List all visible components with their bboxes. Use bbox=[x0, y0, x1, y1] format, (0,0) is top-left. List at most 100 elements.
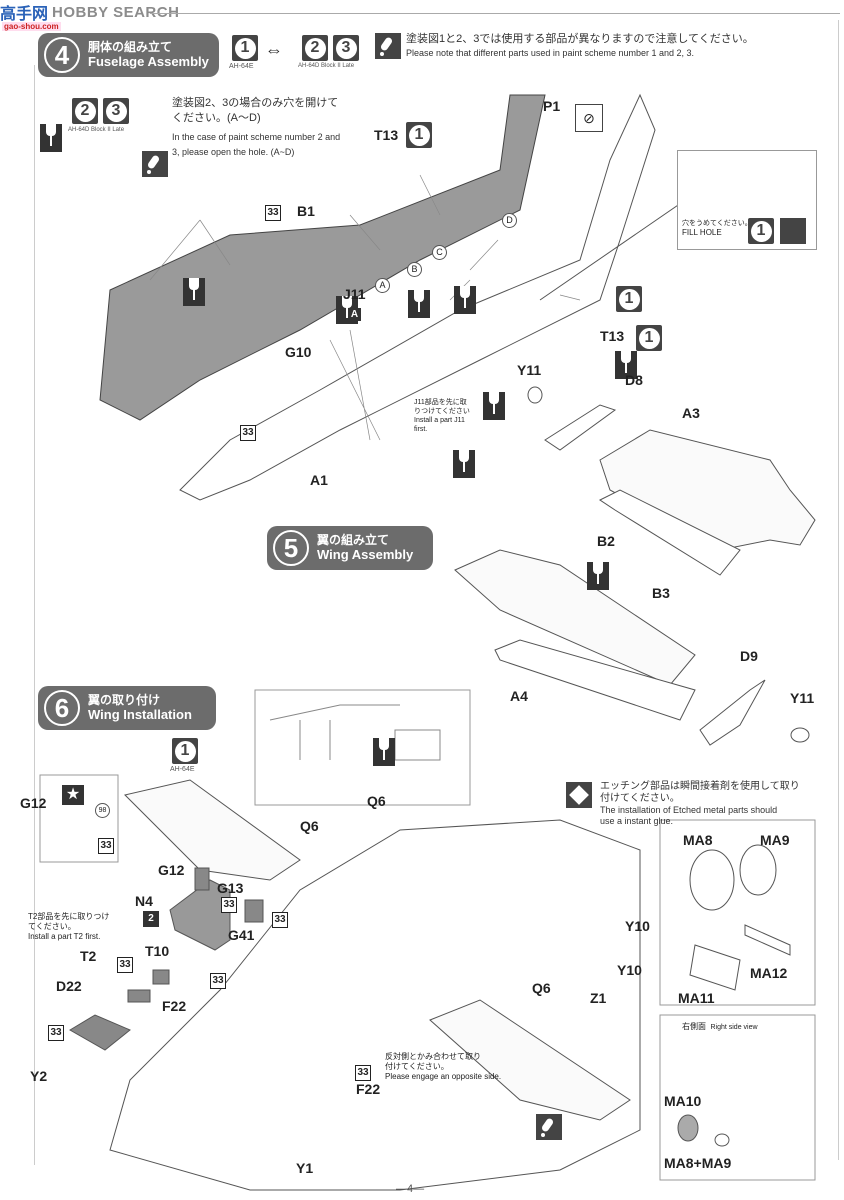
step-6-header: 6 翼の取り付け Wing Installation bbox=[38, 686, 216, 730]
stub-d9 bbox=[699, 679, 766, 746]
part-label-q6-inset: Q6 bbox=[367, 793, 386, 809]
step-5-title-jp: 翼の組み立て bbox=[317, 533, 390, 547]
fuselage-detail-inset bbox=[254, 689, 471, 806]
fuselage-half-b1 bbox=[99, 94, 546, 421]
part-label-ma8: MA8 bbox=[683, 832, 713, 848]
top-rule bbox=[150, 13, 840, 14]
hole-note-en-1: In the case of paint scheme number 2 and bbox=[172, 132, 341, 142]
nut-y11 bbox=[790, 727, 810, 743]
wing-a3 bbox=[599, 429, 816, 551]
scheme-badge-3: 3 bbox=[333, 35, 359, 61]
left-rule bbox=[34, 65, 35, 1165]
etched-inset-2 bbox=[659, 1014, 816, 1181]
part-label-ma8-ma9: MA8+MA9 bbox=[664, 1155, 732, 1171]
part-label-t13-lower: T13 bbox=[600, 328, 625, 344]
part-label-y11: Y11 bbox=[517, 362, 542, 378]
hole-marker-d: D bbox=[502, 213, 517, 228]
page-number: —4— bbox=[396, 1183, 425, 1195]
scheme-badge-1: 1 bbox=[636, 325, 662, 351]
paint-brush-icon bbox=[142, 151, 168, 177]
fill-hole-en: FILL HOLE bbox=[682, 228, 722, 237]
part-label-b1: B1 bbox=[297, 203, 315, 219]
etched-note-jp: エッチング部品は瞬間接着剤を使用して取り 付けてください。 bbox=[600, 781, 800, 804]
part-label-p1: P1 bbox=[543, 98, 561, 114]
step-4-title-jp: 胴体の組み立て bbox=[88, 40, 173, 54]
paint-code-33: 33 bbox=[265, 205, 281, 221]
paint-code-33: 33 bbox=[98, 838, 114, 854]
part-label-y10-lower: Y10 bbox=[617, 962, 642, 978]
part-label-a1: A1 bbox=[310, 472, 328, 488]
drill-hole-icon bbox=[483, 392, 505, 420]
part-label-f22: F22 bbox=[162, 998, 187, 1014]
paint-brush-icon bbox=[375, 33, 401, 59]
scheme-badge-1: 1 bbox=[616, 286, 642, 312]
part-label-t13: T13 bbox=[374, 127, 399, 143]
part-label-d9: D9 bbox=[740, 648, 758, 664]
fill-hole-jp: 穴をうめてください。 bbox=[682, 220, 752, 227]
part-label-q6-lower: Q6 bbox=[532, 980, 551, 996]
ma12-plate bbox=[744, 924, 791, 956]
part-label-y10: Y10 bbox=[625, 918, 650, 934]
star-icon: ★ bbox=[62, 785, 84, 805]
scheme-label-ah64d: AH-64D Block II Late bbox=[298, 63, 355, 69]
t2-install-note: T2部品を先に取りつけ てください。 Install a part T2 fir… bbox=[28, 912, 110, 941]
drill-hole-icon bbox=[408, 290, 430, 318]
step-5-header: 5 翼の組み立て Wing Assembly bbox=[267, 526, 433, 570]
drill-hole-icon bbox=[373, 738, 395, 766]
part-label-g12-inset: G12 bbox=[20, 795, 47, 811]
right-side-view-label: 右側面 Right side view bbox=[682, 1022, 758, 1031]
part-label-q6: Q6 bbox=[300, 818, 319, 834]
drill-hole-icon bbox=[40, 124, 62, 152]
wing-b3 bbox=[454, 549, 696, 686]
watermark-brand: HOBBY SEARCH bbox=[52, 3, 180, 21]
wing-left bbox=[124, 779, 301, 881]
step-4-number: 4 bbox=[44, 37, 80, 73]
ma9-plate bbox=[739, 844, 777, 896]
etched-note-en: The installation of Etched metal parts s… bbox=[600, 805, 778, 826]
paint-code-33: 33 bbox=[117, 957, 133, 973]
scheme-badge-1: 1 bbox=[406, 122, 432, 148]
n4-frame bbox=[169, 879, 231, 951]
scheme-badge-3: 3 bbox=[103, 98, 129, 124]
paint-code-33: 33 bbox=[221, 897, 237, 913]
g13-part bbox=[244, 899, 264, 923]
instant-glue-icon bbox=[566, 782, 592, 808]
part-label-y2: Y2 bbox=[30, 1068, 48, 1084]
drill-hole-icon bbox=[587, 562, 609, 590]
step-6-title-en: Wing Installation bbox=[88, 707, 192, 722]
scheme-label-ah64e: AH-64E bbox=[170, 766, 195, 773]
hole-marker-c: C bbox=[432, 245, 447, 260]
watermark: 高手网 HOBBY SEARCH bbox=[0, 0, 179, 24]
nut-y11-top bbox=[527, 386, 543, 404]
part-label-b3: B3 bbox=[652, 585, 670, 601]
step-5-number: 5 bbox=[273, 530, 309, 566]
hole-marker-b: B bbox=[407, 262, 422, 277]
scheme-badge-2: 2 bbox=[302, 35, 328, 61]
g12-part bbox=[194, 867, 210, 891]
part-label-y1: Y1 bbox=[296, 1160, 314, 1176]
scheme-badge-1: 1 bbox=[172, 738, 198, 764]
t2-part bbox=[127, 989, 151, 1003]
hole-marker-a: A bbox=[375, 278, 390, 293]
paint-code-33: 33 bbox=[355, 1065, 371, 1081]
paint-code-98: 98 bbox=[95, 803, 110, 818]
hole-note-jp-2: ください。(A～D) bbox=[172, 112, 261, 124]
fuselage-assembled bbox=[109, 819, 641, 1191]
scheme-label-ah64d: AH-64D Block II Late bbox=[68, 127, 125, 133]
part-label-f22-lower: F22 bbox=[356, 1081, 381, 1097]
drill-hole-icon bbox=[453, 450, 475, 478]
part-label-n4: N4 bbox=[135, 893, 153, 909]
paint-code-33: 33 bbox=[240, 425, 256, 441]
step-4-header: 4 胴体の組み立て Fuselage Assembly bbox=[38, 33, 219, 77]
swap-arrow-icon: ⇔ bbox=[265, 40, 283, 60]
scheme-badge-1: 1 bbox=[748, 218, 774, 244]
part-label-ma9: MA9 bbox=[760, 832, 790, 848]
wing-right bbox=[429, 999, 631, 1121]
hole-note-en-2: 3, please open the hole. (A~D) bbox=[172, 147, 295, 157]
part-label-g12: G12 bbox=[158, 862, 185, 878]
part-label-d22: D22 bbox=[56, 978, 82, 994]
drill-hole-icon bbox=[183, 278, 205, 306]
part-label-z1: Z1 bbox=[590, 990, 607, 1006]
part-label-g13: G13 bbox=[217, 880, 244, 896]
d22-part bbox=[69, 1014, 131, 1051]
